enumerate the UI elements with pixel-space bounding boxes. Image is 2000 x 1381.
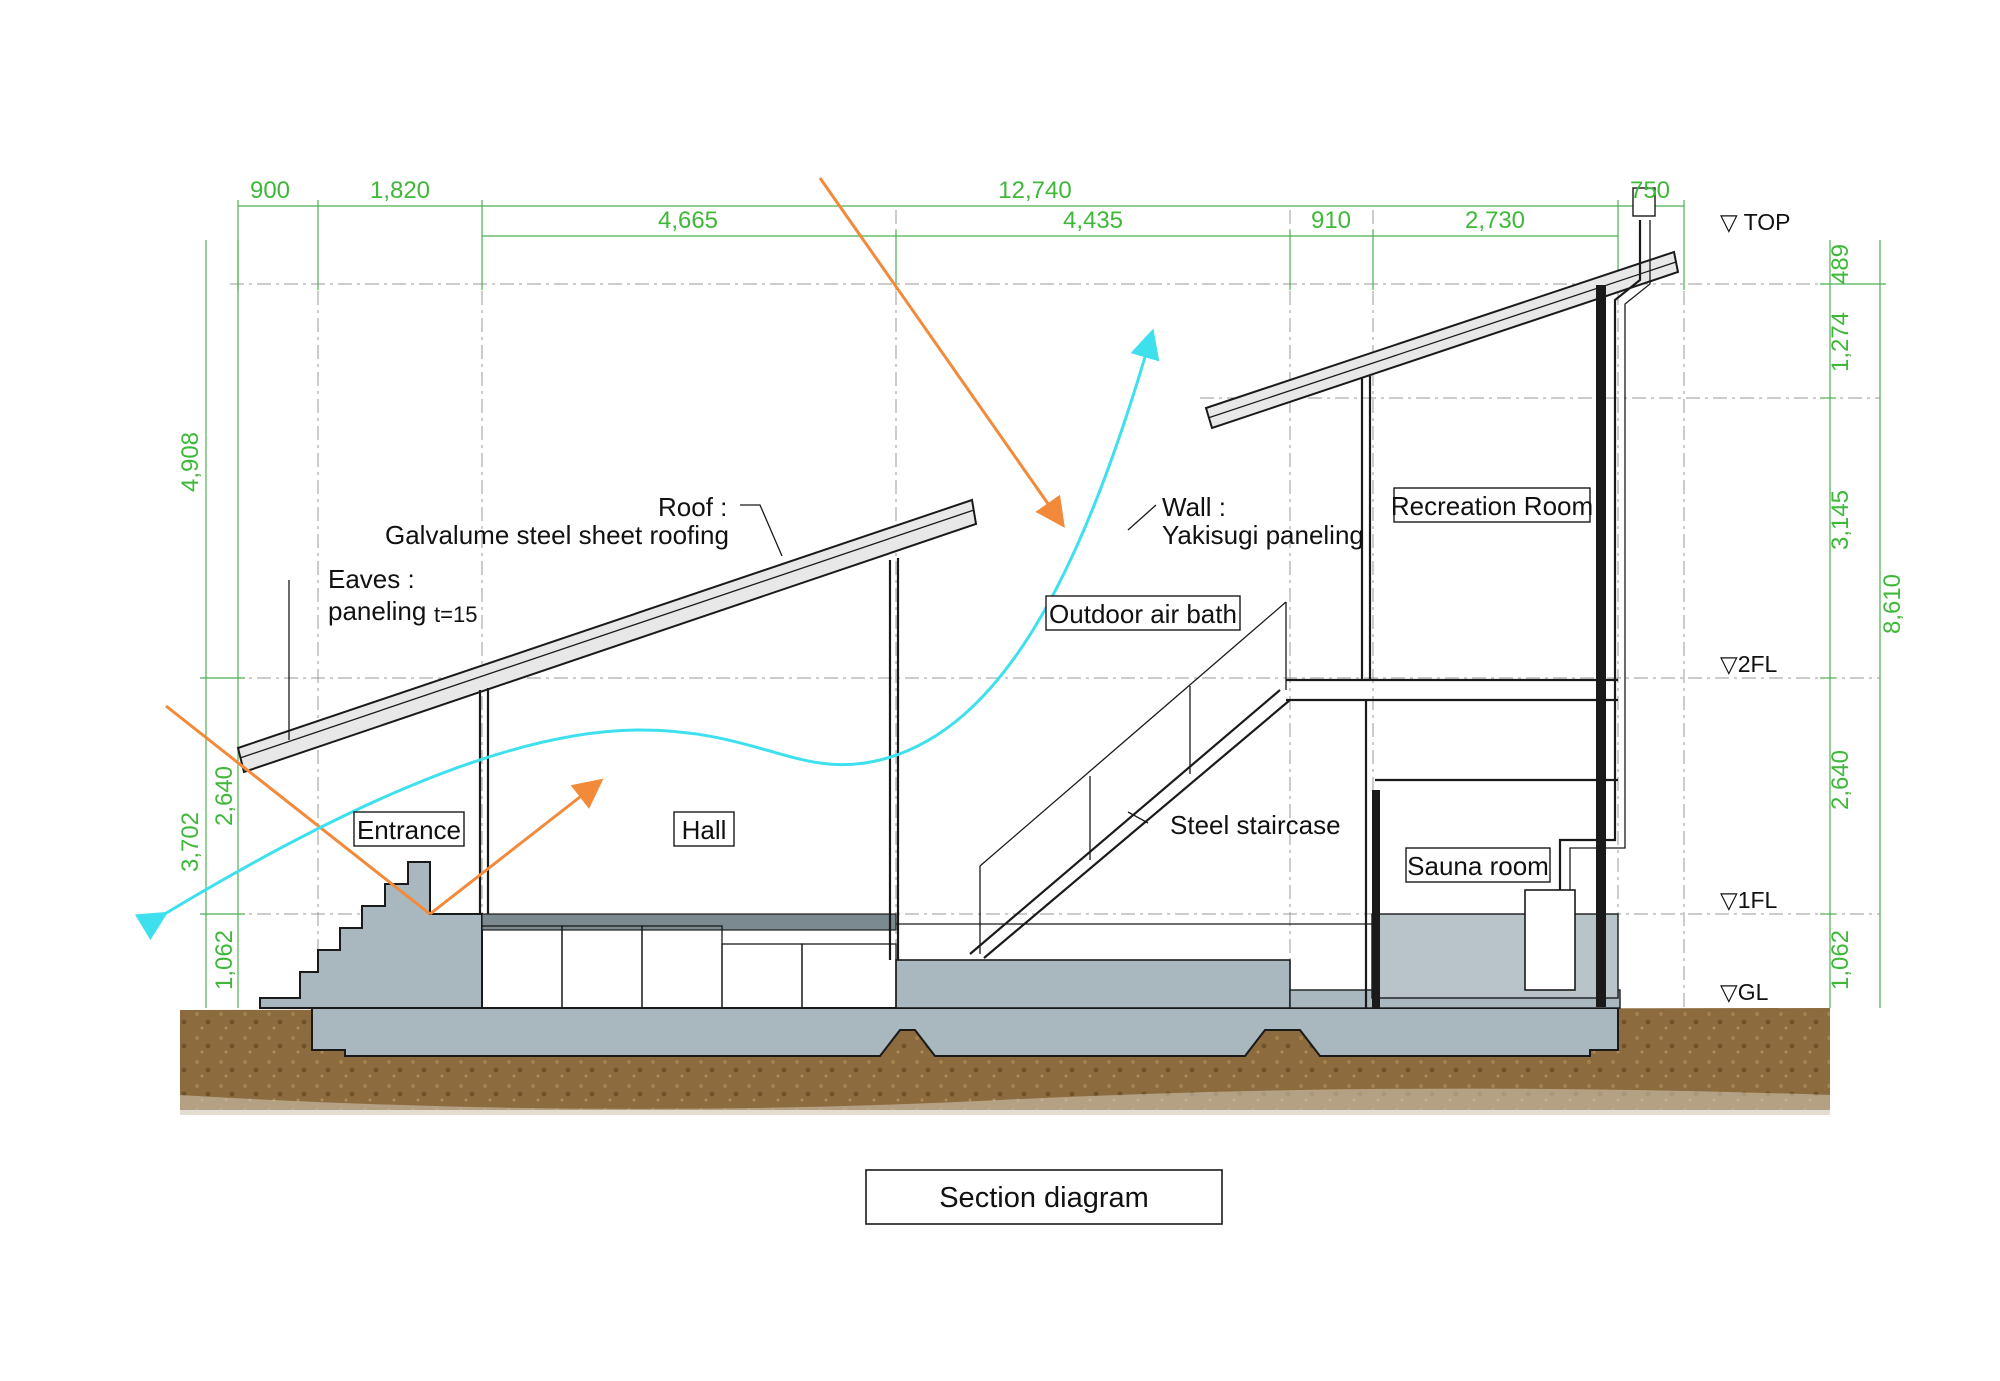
dim-right-2: 1,274 [1827,312,1854,372]
dim-right-3: 3,145 [1827,490,1854,550]
hall-label-box [673,811,735,847]
eaves-annotation-desc: paneling [328,596,426,626]
dim-top-4: 750 [1630,177,1670,204]
level-1fl: ▽1FL [1720,887,1778,913]
entrance-label: Entrance [357,815,461,845]
recreation-room-label-box [1393,487,1591,523]
dim-left-2: 3,702 [177,812,204,872]
roof-annotation-desc: Galvalume steel sheet roofing [385,520,729,550]
top-dimension-lines [237,200,1685,290]
sauna-room-label-box [1405,847,1551,883]
dim-top-2: 1,820 [370,177,430,204]
dim-second-3: 910 [1311,207,1351,234]
right-building [1204,187,1680,1008]
dim-second-1: 4,665 [658,207,718,234]
wall-annotation-title: Wall : [1162,492,1226,522]
staircase-annotation: Steel staircase [1170,810,1341,840]
entrance-label-box [353,811,465,847]
hall-label: Hall [682,815,727,845]
foundation [259,861,1621,1057]
recreation-room-label: Recreation Room [1391,491,1593,521]
dim-right-1: 489 [1827,244,1854,284]
dim-second-2: 4,435 [1063,207,1123,234]
eaves-annotation-title: Eaves : [328,564,415,594]
outdoor-air-bath-label: Outdoor air bath [1049,599,1237,629]
level-gl: ▽GL [1720,979,1769,1005]
dim-top-1: 900 [250,177,290,204]
sauna-room-label: Sauna room [1407,851,1549,881]
level-2fl: ▽2FL [1720,651,1778,677]
eaves-annotation-thickness: t=15 [434,602,477,627]
outdoor-air-bath-label-box [1045,595,1241,631]
diagram-title: Section diagram [939,1182,1149,1214]
dim-left-1: 4,908 [177,432,204,492]
dim-right-5: 2,640 [1827,750,1854,810]
dim-left-3: 2,640 [211,766,238,826]
dim-top-3: 12,740 [998,177,1071,204]
dim-right-4: 8,610 [1879,574,1906,634]
level-top: ▽ TOP [1720,209,1791,235]
roof-annotation-title: Roof : [658,492,727,522]
steel-staircase [896,601,1372,959]
dim-left-4: 1,062 [211,930,238,990]
dim-second-4: 2,730 [1465,207,1525,234]
title-box [865,1169,1223,1225]
dim-right-6: 1,062 [1827,930,1854,990]
leader-lines [288,504,1157,824]
wall-annotation-desc: Yakisugi paneling [1162,520,1364,550]
hall-floor [481,925,897,1009]
